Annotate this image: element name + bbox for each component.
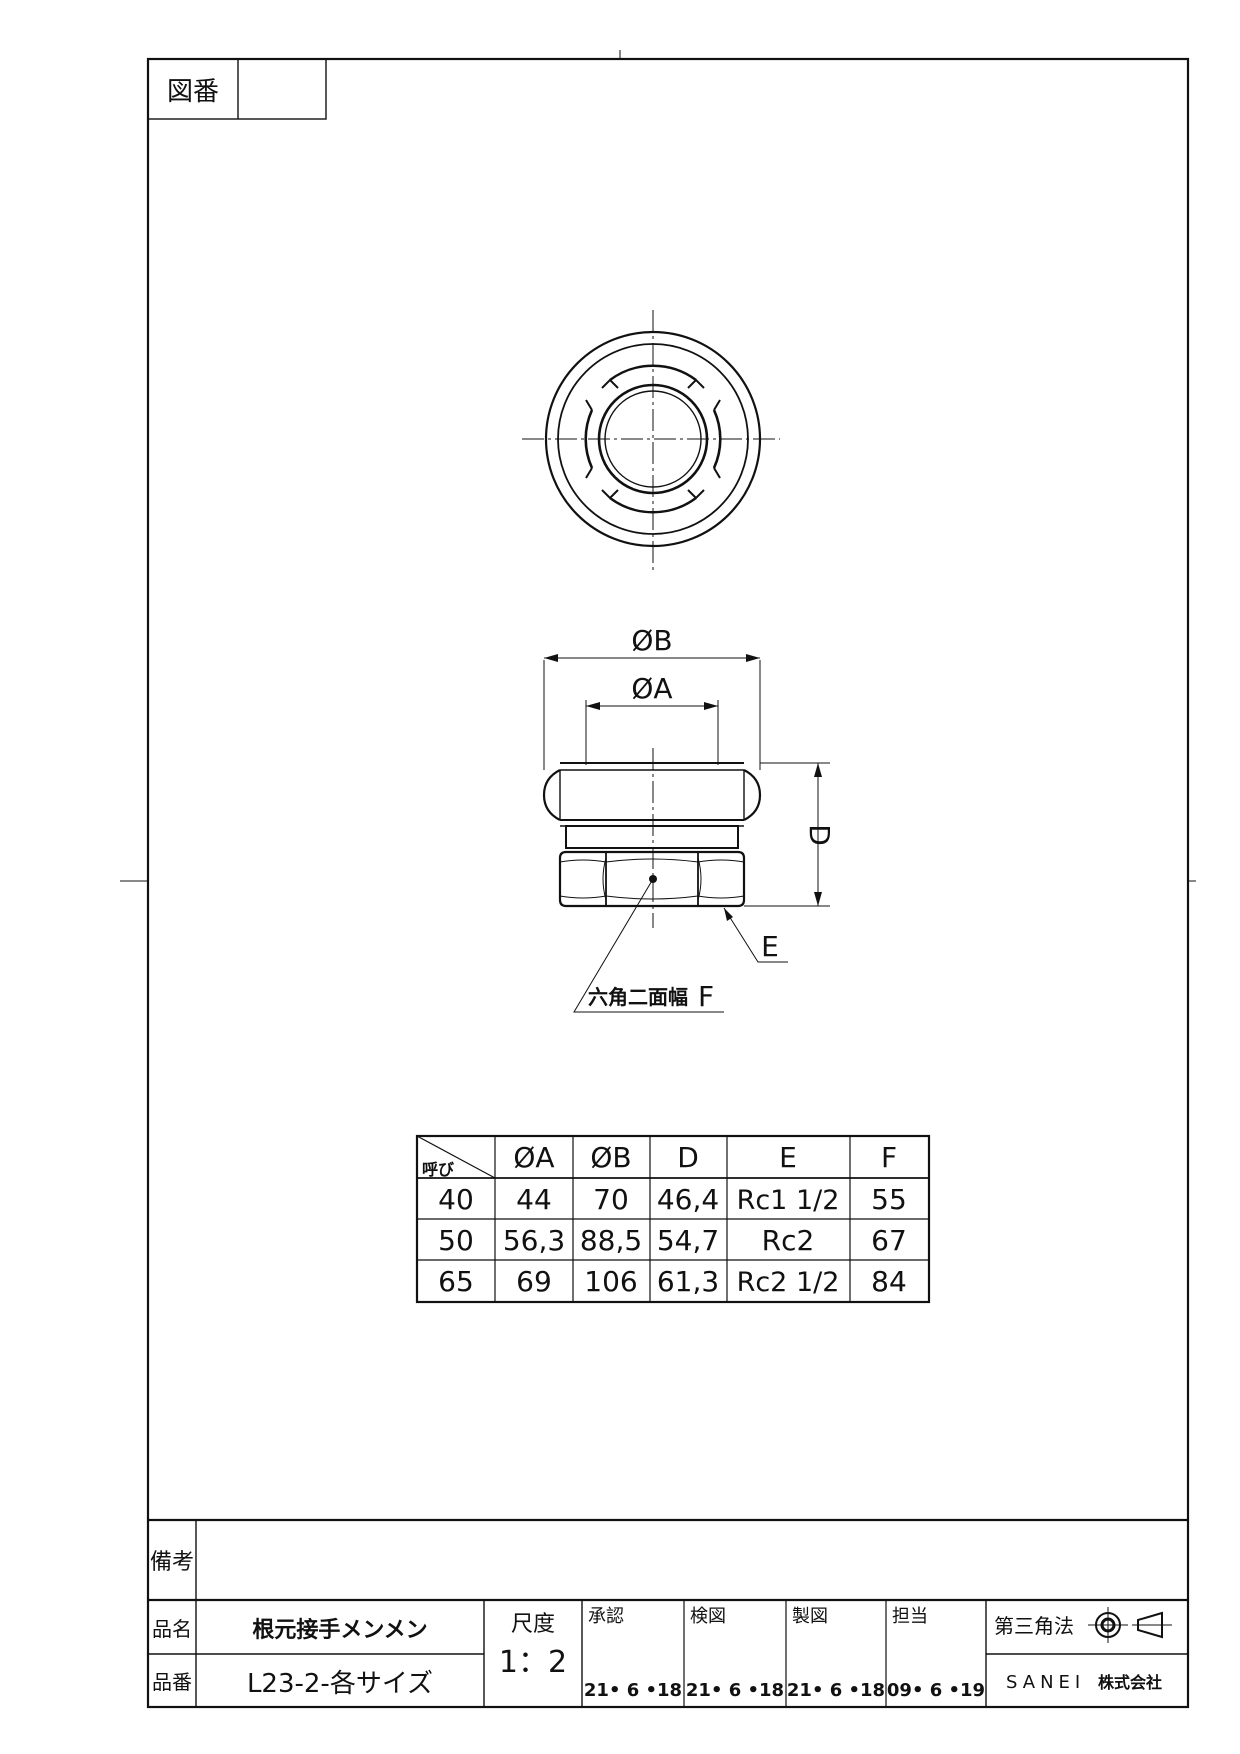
side-view: [542, 654, 830, 1013]
dimension-dia-a: ØA: [631, 672, 672, 705]
table-cell: 61,3: [657, 1265, 719, 1298]
table-cell: 54,7: [657, 1224, 719, 1257]
table-cell: 70: [593, 1183, 629, 1216]
dimension-e: E: [761, 930, 779, 963]
title-block-text: 備考 品名 根元接手メンメン 品番 L23-2-各サイズ 尺度 1：2 承認 2…: [150, 1550, 1162, 1701]
table-cell: Rc1 1/2: [737, 1185, 840, 1216]
table-cell: 40: [438, 1183, 474, 1216]
product-code: L23-2-各サイズ: [247, 1669, 433, 1699]
hex-across-flats-label: 六角二面幅: [588, 985, 688, 1009]
table-header-f: F: [881, 1141, 897, 1174]
table-cell: 106: [584, 1265, 637, 1298]
projection-label: 第三角法: [994, 1614, 1074, 1638]
draft-label: 製図: [792, 1606, 828, 1627]
projection-symbol-icon: [1088, 1607, 1172, 1643]
size-table-text: 呼び ØA ØB D E F 40 44 70 46,4 Rc1 1/2 55 …: [422, 1141, 907, 1298]
drawing-number-box: 図番: [147, 58, 327, 120]
table-cell: 88,5: [580, 1224, 642, 1257]
table-header-dia-a: ØA: [513, 1141, 554, 1174]
dimension-d: D: [803, 824, 836, 846]
product-code-label: 品番: [152, 1670, 192, 1694]
table-corner-label: 呼び: [422, 1160, 455, 1179]
charge-label: 担当: [892, 1606, 928, 1627]
title-block: [148, 1518, 1188, 1707]
scale-label: 尺度: [511, 1612, 555, 1637]
table-cell: 50: [438, 1224, 474, 1257]
table-cell: 69: [516, 1265, 552, 1298]
sheet-frame: [120, 50, 1196, 1709]
scale-value: 1：2: [499, 1645, 567, 1680]
approval-date: 21• 6 •18: [584, 1680, 682, 1701]
company-name: SANEI: [1006, 1672, 1085, 1693]
draft-date: 21• 6 •18: [787, 1680, 885, 1701]
table-cell: 56,3: [503, 1224, 565, 1257]
table-cell: 55: [871, 1183, 907, 1216]
table-header-e: E: [779, 1141, 797, 1174]
table-cell: 44: [516, 1183, 552, 1216]
check-label: 検図: [690, 1606, 726, 1627]
check-date: 21• 6 •18: [686, 1680, 784, 1701]
table-cell: 84: [871, 1265, 907, 1298]
table-cell: Rc2: [762, 1224, 815, 1257]
table-cell: 65: [438, 1265, 474, 1298]
product-name: 根元接手メンメン: [252, 1618, 427, 1643]
dimension-dia-b: ØB: [631, 624, 672, 657]
product-name-label: 品名: [152, 1617, 192, 1641]
table-header-d: D: [677, 1141, 699, 1174]
size-table: [415, 1134, 931, 1304]
dimension-texts: ØB ØA D E 六角二面幅 F: [588, 624, 836, 1013]
hex-across-flats-letter: F: [698, 980, 714, 1013]
table-cell: 46,4: [657, 1183, 719, 1216]
table-header-dia-b: ØB: [590, 1141, 631, 1174]
approval-label: 承認: [588, 1606, 624, 1627]
end-view: [522, 310, 780, 572]
table-cell: Rc2 1/2: [737, 1267, 840, 1298]
table-cell: 67: [871, 1224, 907, 1257]
remarks-label: 備考: [150, 1550, 194, 1575]
company-suffix: 株式会社: [1098, 1673, 1162, 1692]
drawing-number-label: 図番: [167, 77, 219, 107]
charge-date: 09• 6 •19: [887, 1680, 985, 1701]
